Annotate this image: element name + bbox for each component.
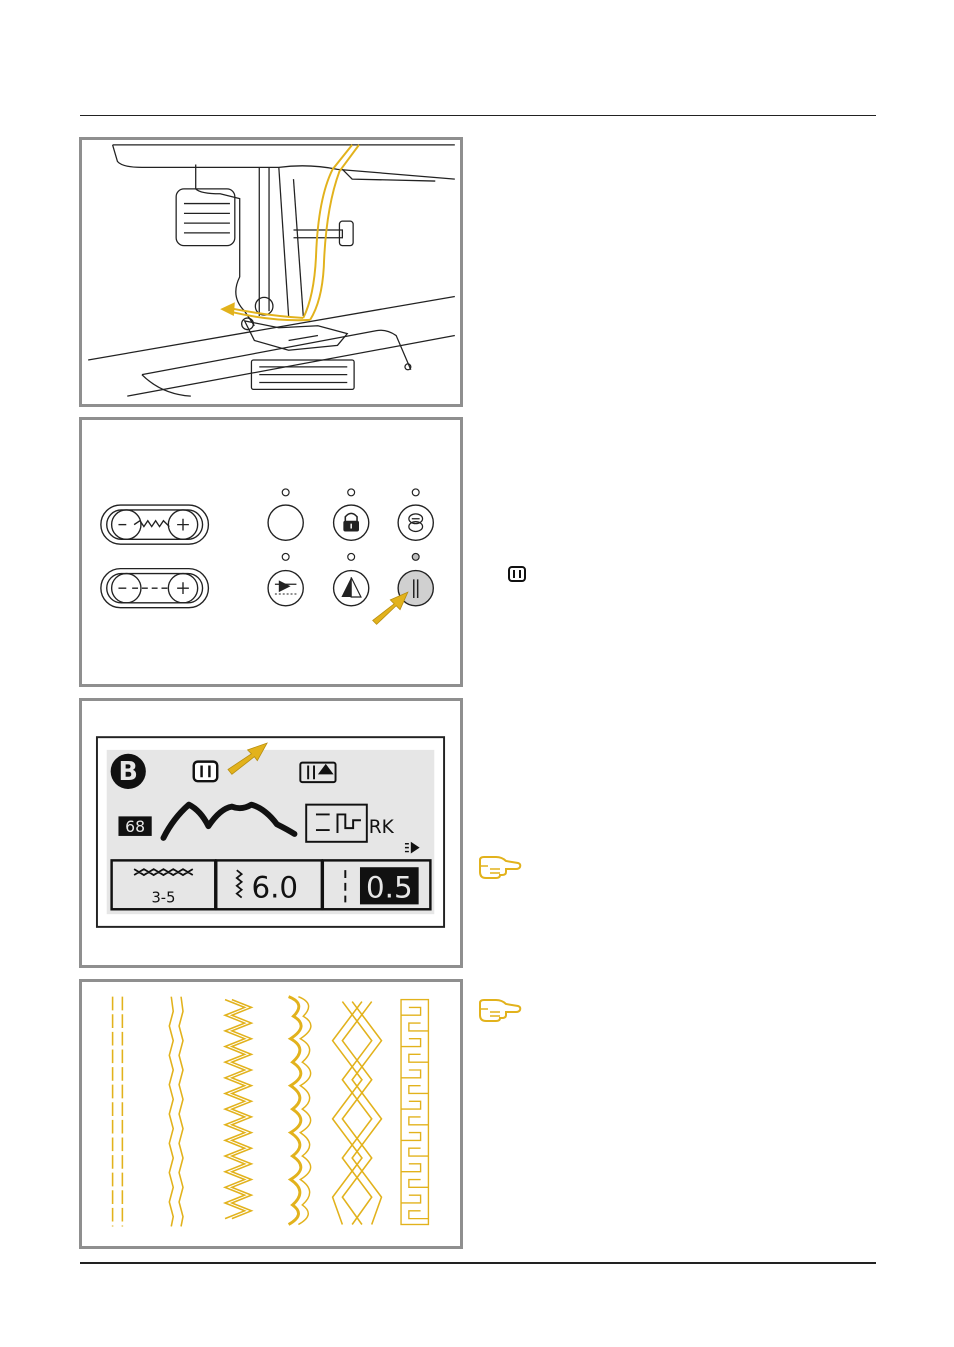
control-panel-illustration <box>82 420 460 684</box>
bobbin-button <box>398 505 433 540</box>
note-pointing-hand-icon-2 <box>476 997 522 1025</box>
twin-needle-indicator-icon <box>194 762 217 782</box>
note-pointing-hand-icon <box>476 854 522 882</box>
header-rule <box>80 115 876 116</box>
figure-threading <box>79 137 463 407</box>
pointer-arrow <box>373 592 408 624</box>
figure-control-panel <box>79 417 463 687</box>
lattice-stitch-sample <box>333 1002 382 1225</box>
stitch-samples-illustration <box>82 982 460 1246</box>
straight-stitch-sample <box>113 997 123 1227</box>
threading-illustration <box>82 140 460 404</box>
triple-stitch-sample <box>169 997 183 1227</box>
footer-rule <box>80 1262 876 1264</box>
stitch-length-range: 3-5 <box>151 889 175 906</box>
mode-letter: B <box>119 756 138 786</box>
twin-needle-icon <box>508 566 526 582</box>
pattern-code: RK <box>369 817 395 838</box>
stitch-width-value: 6.0 <box>251 871 298 905</box>
pattern-number: 68 <box>125 817 145 836</box>
lcd-illustration: B 68 RK <box>82 701 460 965</box>
zigzag-stitch-sample <box>225 1000 251 1219</box>
greek-key-stitch-sample <box>401 1000 428 1225</box>
blank-button <box>268 505 303 540</box>
stitch-length-value: 0.5 <box>366 871 413 905</box>
figure-stitch-samples <box>79 979 463 1249</box>
scallop-stitch-sample <box>289 997 311 1225</box>
figure-lcd-display: B 68 RK <box>79 698 463 968</box>
